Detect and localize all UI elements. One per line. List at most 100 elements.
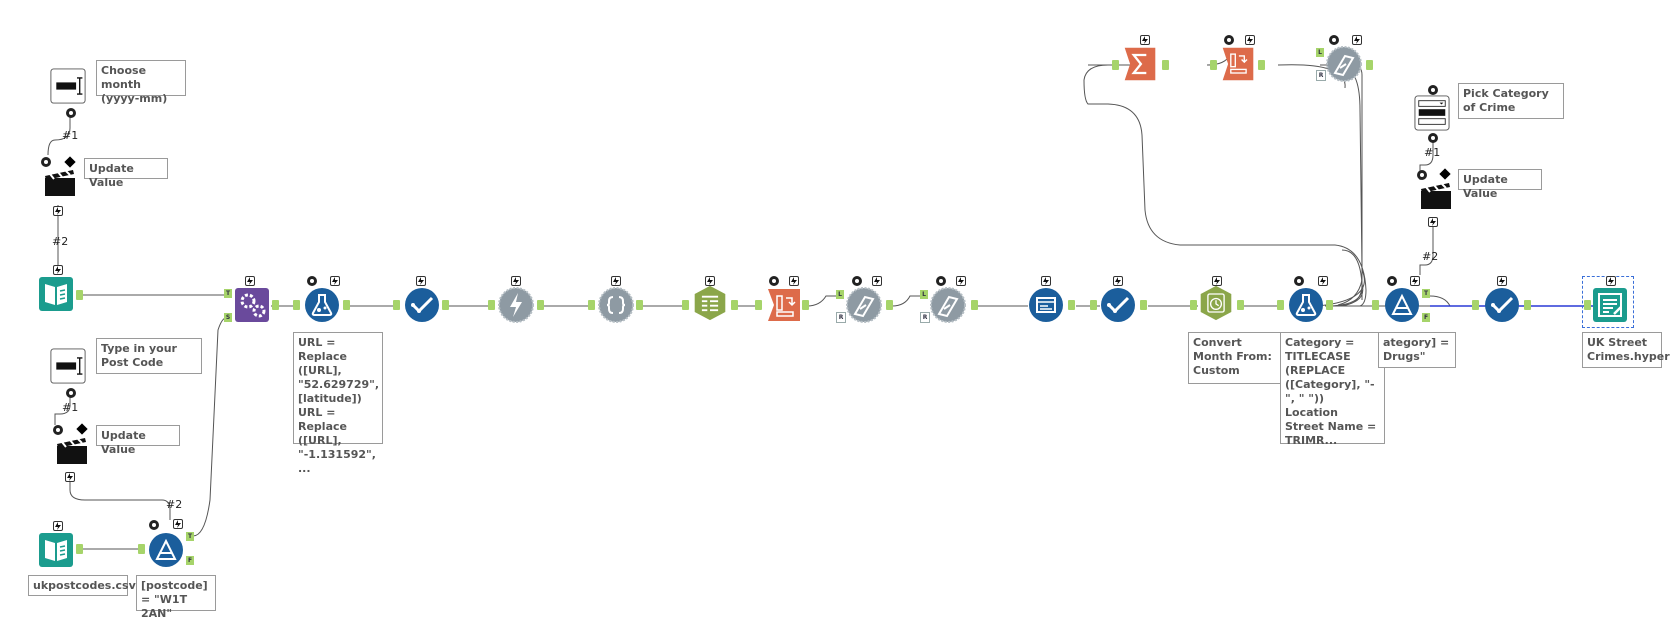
output-anchor[interactable] [343, 300, 350, 310]
formula-tool-url[interactable] [304, 287, 340, 323]
text-box-tool-month[interactable] [50, 68, 90, 108]
input-anchor[interactable] [588, 300, 595, 310]
select-tool-2[interactable] [1100, 287, 1136, 323]
input-anchor[interactable] [1210, 60, 1217, 70]
select-tool-1[interactable] [404, 287, 440, 323]
output-anchor[interactable] [971, 300, 978, 310]
crosstab-tool[interactable] [1220, 46, 1258, 86]
output-anchor[interactable] [1068, 300, 1075, 310]
q-badge-icon [149, 520, 159, 530]
left-anchor[interactable]: L [1316, 48, 1324, 57]
join-tool-3[interactable] [1326, 46, 1362, 82]
input-anchor[interactable] [1190, 300, 1197, 310]
json-parse-tool[interactable] [598, 287, 634, 323]
join-tool-1[interactable] [846, 287, 882, 323]
input-anchor[interactable] [138, 544, 145, 554]
filter-tool-category[interactable] [1384, 287, 1420, 323]
right-anchor[interactable]: R [1316, 70, 1326, 81]
output-anchor[interactable] [886, 300, 893, 310]
lightning-badge-icon [1245, 35, 1255, 45]
output-anchor[interactable] [1326, 300, 1333, 310]
input-anchor[interactable] [393, 300, 400, 310]
output-anchor[interactable] [731, 300, 738, 310]
action-tool-update-value-1[interactable] [42, 162, 75, 198]
input-anchor[interactable] [755, 300, 762, 310]
q-badge-icon [1329, 35, 1339, 45]
input-anchor[interactable] [1584, 300, 1591, 310]
right-anchor[interactable]: R [836, 312, 846, 323]
annotation-output-file: UK Street Crimes.hyper [1582, 332, 1670, 368]
output-anchor[interactable] [537, 300, 544, 310]
action-tool-update-value-3[interactable] [1418, 175, 1451, 211]
text-to-columns-tool[interactable] [692, 285, 730, 325]
q-badge-icon [936, 276, 946, 286]
comment-update-value-2: Update Value [96, 425, 180, 456]
source-anchor[interactable]: S [224, 313, 232, 322]
output-anchor[interactable] [272, 300, 279, 310]
input-anchor[interactable] [1472, 300, 1479, 310]
connection-line[interactable] [806, 295, 836, 307]
input-data-tool-ukpostcodes[interactable] [38, 532, 74, 568]
filter-tool-postcode[interactable] [148, 532, 184, 568]
output-anchor[interactable] [1258, 60, 1265, 70]
summarize-tool[interactable] [1122, 46, 1160, 86]
select-tool-3[interactable] [1484, 287, 1520, 323]
formula-tool-category[interactable] [1288, 287, 1324, 323]
input-anchor[interactable] [293, 300, 300, 310]
output-anchor[interactable] [442, 300, 449, 310]
join-tool-2[interactable] [930, 287, 966, 323]
lightning-badge-icon [416, 276, 426, 286]
datetime-tool[interactable] [1198, 285, 1236, 325]
drop-down-tool[interactable] [1414, 95, 1452, 133]
target-anchor[interactable]: T [224, 289, 232, 298]
connection-line[interactable] [891, 295, 920, 307]
output-anchor[interactable] [802, 300, 809, 310]
output-anchor[interactable] [76, 544, 83, 554]
text-box-tool-postcode[interactable] [50, 348, 90, 388]
lightning-badge-icon [1212, 276, 1222, 286]
output-anchor[interactable] [1366, 60, 1373, 70]
action-tool-update-value-2[interactable] [54, 430, 87, 466]
input-anchor[interactable] [1372, 300, 1379, 310]
left-anchor[interactable]: L [836, 290, 844, 299]
transpose-tool[interactable] [766, 287, 802, 323]
lightning-badge-icon [245, 276, 255, 286]
false-anchor[interactable]: F [186, 556, 194, 565]
dynamic-rename-tool[interactable] [1028, 287, 1064, 323]
connection-label: #1 [62, 129, 79, 142]
input-anchor[interactable] [682, 300, 689, 310]
connection-line[interactable] [192, 317, 227, 537]
q-badge-icon [307, 276, 317, 286]
output-anchor[interactable] [636, 300, 643, 310]
input-anchor[interactable] [1090, 300, 1097, 310]
right-anchor[interactable]: R [920, 312, 930, 323]
lightning-badge-icon [1606, 276, 1616, 286]
true-anchor[interactable]: T [1422, 289, 1430, 298]
download-tool[interactable] [498, 287, 534, 323]
output-anchor[interactable] [76, 290, 83, 300]
connection-label: #1 [1424, 146, 1441, 159]
input-anchor[interactable] [488, 300, 495, 310]
q-badge-icon [66, 108, 76, 118]
input-anchor[interactable] [1112, 60, 1119, 70]
lightning-badge-icon [53, 206, 63, 216]
comment-type-postcode: Type in your Post Code [96, 338, 202, 374]
output-anchor[interactable] [1237, 300, 1244, 310]
lightning-badge-icon [789, 276, 799, 286]
left-anchor[interactable]: L [920, 290, 928, 299]
output-anchor[interactable] [1140, 300, 1147, 310]
append-fields-tool[interactable] [234, 287, 270, 323]
output-anchor[interactable] [1524, 300, 1531, 310]
output-data-tool[interactable] [1592, 287, 1628, 323]
input-anchor[interactable] [1277, 300, 1284, 310]
output-anchor[interactable] [1162, 60, 1169, 70]
false-anchor[interactable]: F [1422, 313, 1430, 322]
comment-update-value-3: Update Value [1458, 169, 1542, 200]
connections [47, 54, 1480, 550]
connection-line[interactable] [1429, 295, 1475, 307]
lightning-badge-icon [1113, 276, 1123, 286]
q-badge-icon [53, 425, 63, 435]
true-anchor[interactable]: T [186, 532, 194, 541]
input-data-tool-1[interactable] [38, 276, 74, 312]
lightning-badge-icon [1352, 35, 1362, 45]
